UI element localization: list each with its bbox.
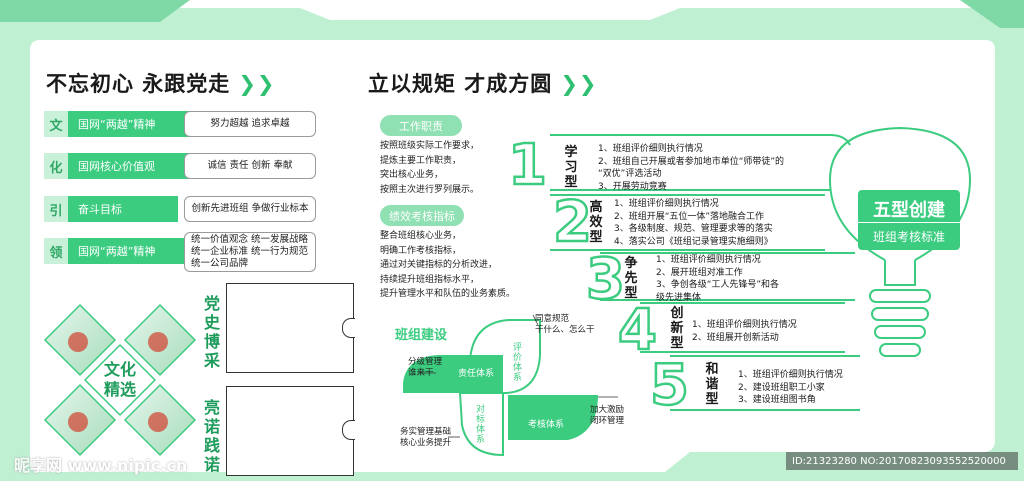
- board2-title: 亮诺践诺: [203, 398, 220, 474]
- row-chip: 文: [44, 111, 68, 137]
- leaf-diagram: [403, 314, 618, 457]
- left-section-title: 不忘初心 永跟党走❯❯: [46, 72, 276, 96]
- leaf-label: 考核体系: [528, 420, 565, 430]
- diamond-graphic: [43, 303, 197, 457]
- note-left-top: 分级管理 谁来干: [408, 357, 443, 378]
- middle-section-title: 立以规矩 才成方圆❯❯: [368, 72, 598, 96]
- diamond-title: 文化 精选: [103, 360, 136, 399]
- row-chip: 领: [44, 238, 68, 264]
- note-top: 同意规范 干什么、怎么干: [535, 314, 595, 335]
- step-items: 1、班组评价细则执行情况 2、班组展开创新活动: [692, 320, 797, 343]
- board2-notch: [342, 420, 355, 440]
- step-number: 3: [585, 247, 626, 312]
- kpi-label: 绩效考核指标: [380, 205, 464, 226]
- duty-label: 工作职责: [380, 115, 462, 136]
- step-number: 2: [552, 190, 593, 255]
- step-number: 4: [617, 298, 658, 363]
- row-value: 统一价值观念 统一发展战略 统一企业标准 统一行为规范 统一公司品牌: [184, 232, 316, 272]
- steps-outline: [550, 126, 972, 411]
- culture-row-3: 引 奋斗目标: [44, 196, 178, 222]
- row-chip: 引: [44, 196, 68, 222]
- step-title: 高效型: [589, 200, 603, 245]
- note-left-bottom: 务实管理基础 核心业务提升: [400, 427, 452, 448]
- step-items: 1、班组评价细则执行情况 2、展开班组对准工作 3、争创各级“工人先锋号”和各 …: [656, 255, 780, 303]
- board1-notch: [342, 318, 355, 338]
- step-items: 1、班组评价细则执行情况 2、班组自己开展或者参加地市单位“师带徒”的 “双优”…: [598, 144, 785, 192]
- step-title: 学习型: [564, 145, 578, 190]
- step-title: 争先型: [624, 256, 638, 301]
- step-number: 5: [649, 353, 690, 418]
- board1: [226, 283, 354, 373]
- diagram-title: 班组建设: [395, 328, 448, 343]
- bulb-panel: [858, 190, 960, 250]
- leaf-label: 评价体系: [513, 343, 523, 383]
- step-number: 1: [507, 133, 548, 198]
- board2: [226, 386, 354, 476]
- leaf-label: 对标体系: [476, 405, 486, 445]
- double-chevron-icon: ❯❯: [238, 72, 276, 96]
- row-value: 努力超越 追求卓越: [184, 111, 316, 137]
- double-chevron-icon: ❯❯: [560, 72, 598, 96]
- note-right: 加大激励 闭环管理: [590, 405, 625, 426]
- row-value: 创新先进班组 争做行业标本: [184, 196, 316, 222]
- step-title: 创新型: [670, 306, 684, 351]
- step-items: 1、班组评价细则执行情况 2、建设班组职工小家 3、建设班组图书角: [738, 370, 843, 405]
- watermark: 昵享网 www.nipic.cn: [14, 456, 188, 475]
- bulb-subtitle: 班组考核标准: [872, 230, 945, 244]
- board1-title: 党史博采: [203, 294, 220, 370]
- leaf-label: 责任体系: [458, 369, 495, 379]
- bulb-title: 五型创建: [873, 200, 945, 221]
- duty-text: 按照班级实际工作要求， 提炼主要工作职责， 突出核心业务， 按照主次进行罗列展示…: [380, 141, 480, 195]
- step-title: 和谐型: [705, 362, 719, 407]
- row-label: 奋斗目标: [68, 196, 178, 222]
- bulb-divider: [858, 222, 960, 223]
- image-id-bar: ID:21323280 NO:20170823093552520000: [786, 452, 1018, 470]
- kpi-text: 整合班组核心业务， 明确工作考核指标， 通过对关键指标的分析改进， 持续提升班组…: [380, 231, 516, 299]
- row-value: 诚信 责任 创新 奉献: [184, 153, 316, 179]
- row-chip: 化: [44, 153, 68, 179]
- step-items: 1、班组评价细则执行情况 2、班组开展“五位一体”落地融合工作 3、各级制度、规…: [614, 199, 773, 247]
